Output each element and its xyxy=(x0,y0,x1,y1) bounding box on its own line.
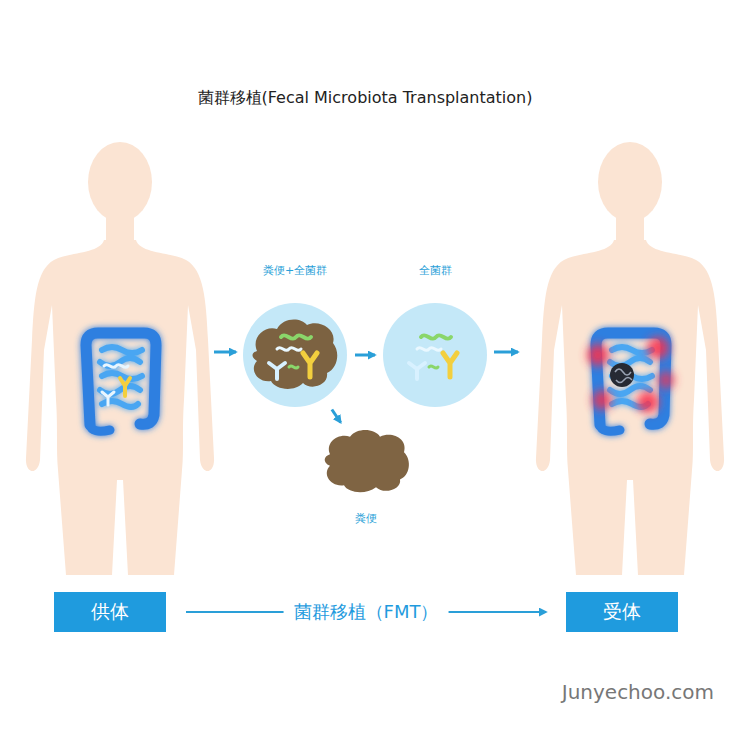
donor-bacteria xyxy=(102,365,130,405)
donor-body xyxy=(26,142,214,575)
recipient-intestine xyxy=(600,425,620,431)
flow-arrow xyxy=(214,351,236,354)
inflammation-spots xyxy=(647,337,669,359)
role-box: 供体 xyxy=(54,592,166,632)
donor-intestine xyxy=(86,333,156,425)
bacteria-icon xyxy=(417,348,441,351)
node-label: 受体 xyxy=(603,599,641,625)
bacteria-icon xyxy=(429,366,438,368)
feces-shape xyxy=(253,319,338,389)
inflammation-spots xyxy=(657,371,675,389)
bacteria-icon xyxy=(281,335,311,338)
edge-label: 菌群移植（FMT） xyxy=(284,600,449,624)
role-box: 受体 xyxy=(566,592,678,632)
pathogen-ball xyxy=(610,363,634,387)
bacteria-icon xyxy=(409,363,425,379)
donor-intestine xyxy=(100,347,142,407)
bacteria-icon xyxy=(289,366,298,368)
node-label: 全菌群 xyxy=(419,263,452,278)
circle-ground xyxy=(243,303,347,407)
flow-arrow xyxy=(494,351,518,354)
flow-arrow xyxy=(355,354,375,357)
inflammation-spots xyxy=(592,390,612,410)
node-label: 粪便+全菌群 xyxy=(263,263,327,278)
donor-bacteria xyxy=(120,378,130,396)
watermark-text: Junyechoo.com xyxy=(562,680,714,704)
bacteria-icon xyxy=(421,335,451,338)
donor-bacteria xyxy=(102,392,114,405)
feces-blob-shape xyxy=(320,425,412,495)
flow-arrow xyxy=(332,409,341,422)
node-label: 供体 xyxy=(91,599,129,625)
title-text: 菌群移植(Fecal Microbiota Transplantation) xyxy=(0,88,730,109)
bacteria-icon xyxy=(277,348,301,351)
inflammation-spots xyxy=(637,391,659,413)
donor-bacteria xyxy=(104,365,128,368)
recipient-body xyxy=(598,142,662,222)
donor-intestine xyxy=(90,425,110,431)
node-label: 粪便 xyxy=(355,511,377,526)
sample-circle-shape xyxy=(243,303,347,407)
bacteria-icon xyxy=(443,353,457,377)
bacteria-icon xyxy=(303,353,317,377)
donor-body xyxy=(26,240,214,575)
sample-circle: 全菌群 xyxy=(383,303,487,407)
sample-circle-shape xyxy=(383,303,487,407)
circle-ground xyxy=(383,303,487,407)
pathogen-ball xyxy=(610,363,634,387)
donor-intestine xyxy=(86,333,156,431)
feces-shape xyxy=(325,430,409,492)
recipient-body xyxy=(536,240,724,575)
feces-blob: 粪便 xyxy=(320,425,412,495)
recipient-body xyxy=(536,142,724,575)
donor-body xyxy=(88,142,152,222)
pathogen-ball xyxy=(615,369,632,383)
sample-circle: 粪便+全菌群 xyxy=(243,303,347,407)
bacteria-icon xyxy=(269,363,285,379)
inflammation-spots xyxy=(587,337,675,413)
inflammation-spots xyxy=(587,344,609,366)
